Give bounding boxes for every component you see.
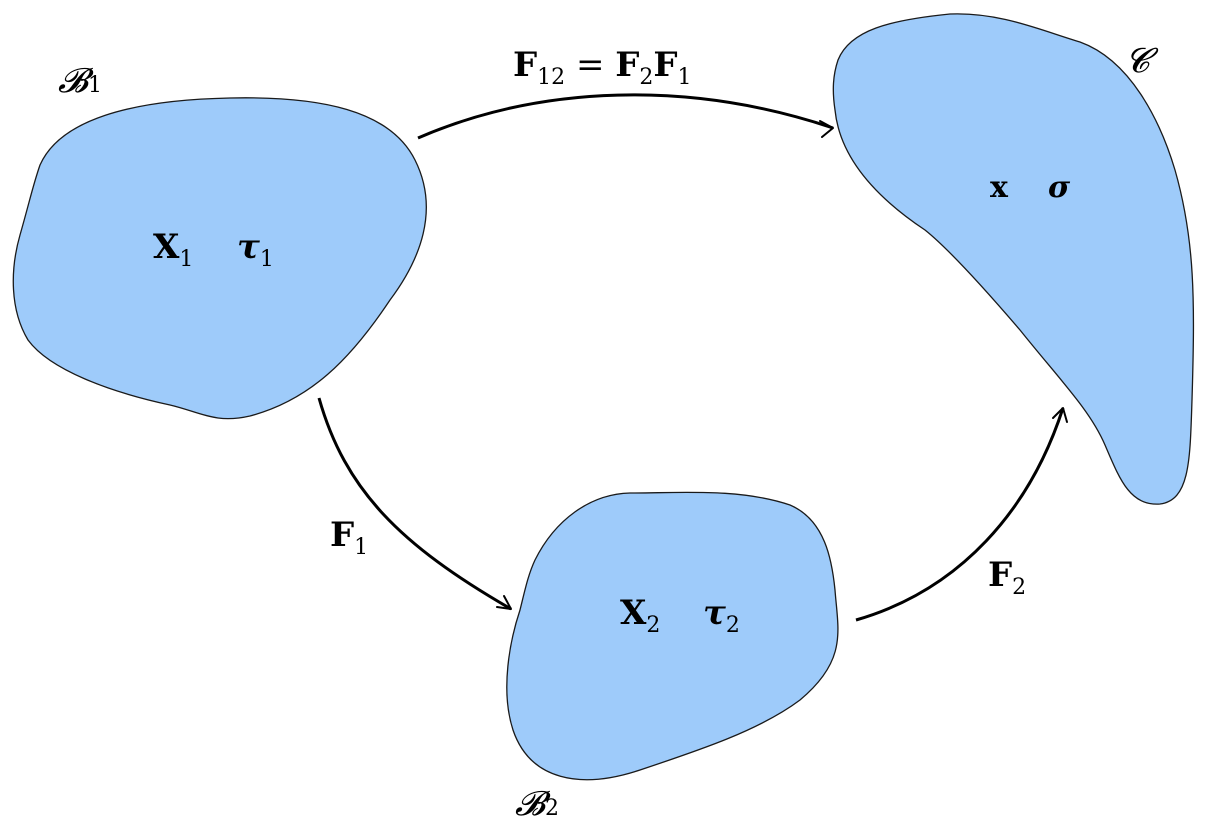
arrow-f2-head [1052, 407, 1068, 423]
body-b2-stress: τ2 [703, 593, 740, 638]
label-f2: F2 [988, 555, 1026, 600]
body-b2-coordinates: X2 [620, 593, 660, 638]
body-b1-coordinates: X1 [153, 227, 193, 272]
body-b1-stress: τ1 [237, 227, 274, 272]
arrow-f2 [855, 407, 1065, 622]
body-c-stress: σ [1048, 170, 1071, 205]
label-f12-equation: F12 = F2F1 [513, 45, 692, 90]
body-c-name: 𝓒 [1125, 41, 1159, 81]
body-c-coordinates: x [990, 170, 1009, 205]
arrow-f12 [417, 93, 834, 140]
body-c-shape [832, 13, 1195, 505]
arrow-f1-head [496, 595, 512, 610]
body-b1-name: 𝓑1 [58, 61, 102, 101]
body-b1-shape [12, 97, 427, 420]
label-f1: F1 [330, 515, 368, 560]
arrow-f1 [317, 397, 512, 611]
arrow-f12-head [819, 120, 834, 138]
body-b2-name: 𝓑2 [515, 784, 559, 824]
body-b2-shape [506, 491, 839, 781]
